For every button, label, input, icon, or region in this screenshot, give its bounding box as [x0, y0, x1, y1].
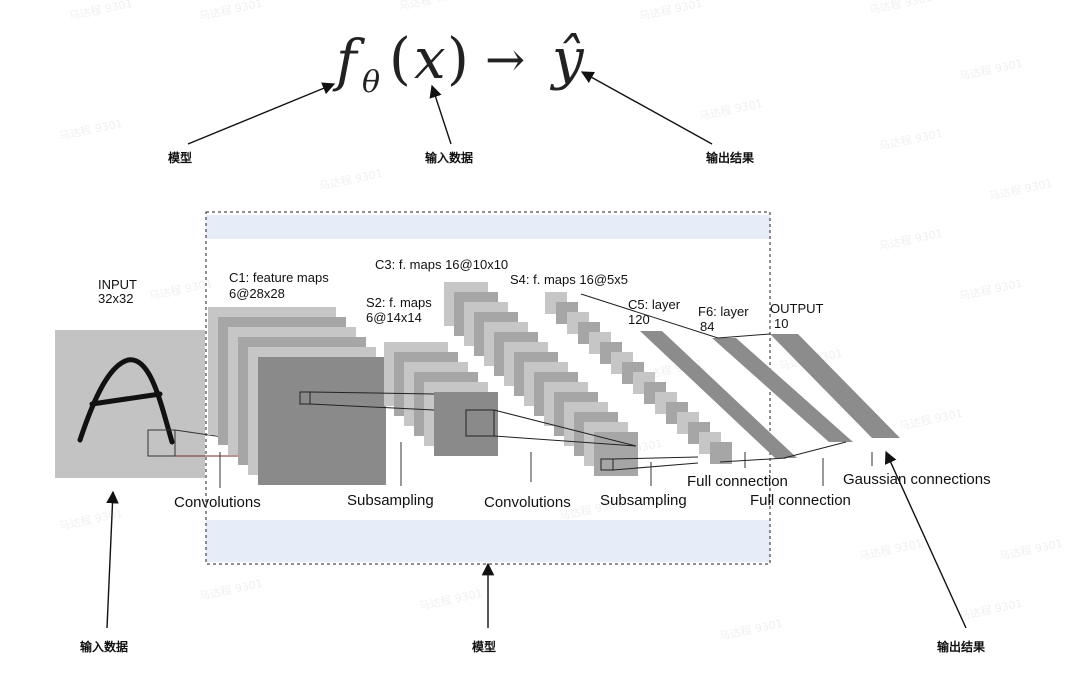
watermark-text: 马达程 9301: [148, 277, 214, 303]
model-band-top: [206, 215, 770, 239]
s2-feature-maps: [384, 342, 498, 456]
watermark-text: 马达程 9301: [988, 177, 1054, 203]
op-sub2-label: Subsampling: [600, 492, 687, 509]
s4-title: S4: f. maps 16@5x5: [510, 272, 628, 287]
c3-feature-maps: [444, 282, 638, 476]
s2-size: 6@14x14: [366, 310, 422, 325]
s4-map-16: [710, 442, 732, 464]
watermark-text: 马达程 9301: [68, 0, 134, 23]
watermark-text: 马达程 9301: [958, 597, 1024, 623]
formula-theta: θ: [362, 65, 380, 100]
s2-conn-line-1: [493, 409, 637, 447]
bottom-label-output-result: 输出结果: [937, 639, 985, 654]
f6-layer-bar: [712, 338, 853, 442]
watermark-text: 马达程 9301: [898, 407, 964, 433]
c1-conn-line-1: [309, 391, 435, 395]
c1-title: C1: feature maps: [229, 270, 329, 285]
c3-title: C3: f. maps 16@10x10: [375, 257, 508, 272]
bottom-label-model: 模型: [472, 639, 496, 654]
watermark-text: 马达程 9301: [418, 587, 484, 613]
c5-top-conn: [580, 293, 719, 339]
input-image: [55, 330, 205, 478]
arrow-output-top: [580, 71, 713, 145]
op-gauss-label: Gaussian connections: [843, 471, 991, 488]
output-title: OUTPUT: [770, 301, 824, 316]
f6-top-conn: [717, 333, 771, 339]
c1-feature-maps: [208, 307, 386, 485]
watermark-text: 马达程 9301: [698, 97, 764, 123]
output-size: 10: [774, 316, 788, 331]
op-full2-label: Full connection: [750, 492, 851, 509]
op-sub1-label: Subsampling: [347, 492, 434, 509]
s2-title: S2: f. maps: [366, 295, 432, 310]
formula-yhat: ŷ: [549, 27, 585, 92]
op-full1-label: Full connection: [687, 473, 788, 490]
op-conv1-label: Convolutions: [174, 494, 261, 511]
watermark-text: 马达程 9301: [878, 227, 944, 253]
arrow-model-top: [187, 82, 336, 145]
output-layer-bar: [770, 334, 900, 438]
watermark-text: 马达程 9301: [878, 127, 944, 153]
c3-receptive-field: [600, 458, 614, 471]
c1-conn-line-2: [309, 403, 435, 411]
formula-close-paren: ): [447, 27, 469, 92]
watermark-text: 马达程 9301: [318, 167, 384, 193]
model-band-bottom: [206, 520, 770, 562]
c5-layer-bar: [640, 331, 797, 458]
c3-conn-line-2: [612, 462, 699, 471]
input-title: INPUT: [98, 277, 137, 292]
bottom-label-input-data: 输入数据: [80, 639, 128, 654]
formula-x: x: [414, 27, 446, 92]
arrow-output-bottom: [884, 450, 967, 629]
top-label-input-data: 输入数据: [425, 150, 473, 165]
watermark-text: 马达程 9301: [858, 537, 924, 563]
handwritten-a-crossbar: [89, 391, 163, 407]
arrow-input-top: [429, 84, 452, 145]
formula-open-paren: (: [389, 27, 411, 92]
c1-receptive-field: [299, 391, 311, 405]
watermark-text: 马达程 9301: [58, 507, 124, 533]
c5-size: 120: [628, 312, 650, 327]
formula-f: f: [332, 29, 366, 94]
watermark-text: 马达程 9301: [58, 117, 124, 143]
watermark-text: 马达程 9301: [868, 0, 934, 17]
formula-arrow: →: [485, 32, 525, 88]
c1-size: 6@28x28: [229, 286, 285, 301]
f6-bottom-conn: [783, 441, 847, 459]
formula: f θ ( x ) → ŷ: [332, 27, 585, 100]
s2-conn-line-2: [493, 435, 637, 447]
watermark-text: 马达程 9301: [718, 617, 784, 643]
watermark-text: 马达程 9301: [958, 57, 1024, 83]
c1-map-6: [258, 357, 386, 485]
watermark-text: 马达程 9301: [638, 0, 704, 23]
c5-bottom-conn: [719, 457, 787, 463]
c3-conn-line-1: [612, 456, 699, 460]
s4-feature-maps: [545, 292, 732, 464]
input-size: 32x32: [98, 291, 133, 306]
watermark-text: 马达程 9301: [958, 277, 1024, 303]
watermark-text: 马达程 9301: [398, 0, 464, 13]
op-conv2-label: Convolutions: [484, 494, 571, 511]
f6-size: 84: [700, 319, 714, 334]
watermark-text: 马达程 9301: [198, 577, 264, 603]
arrow-input-bottom: [106, 490, 119, 629]
top-label-model: 模型: [168, 150, 192, 165]
s2-receptive-field: [465, 409, 495, 437]
f6-title: F6: layer: [698, 304, 749, 319]
watermark-text: 马达程 9301: [998, 537, 1064, 563]
watermark-text: 马达程 9301: [198, 0, 264, 23]
input-receptive-field: [147, 429, 176, 457]
c5-title: C5: layer: [628, 297, 681, 312]
top-label-output-result: 输出结果: [706, 150, 754, 165]
